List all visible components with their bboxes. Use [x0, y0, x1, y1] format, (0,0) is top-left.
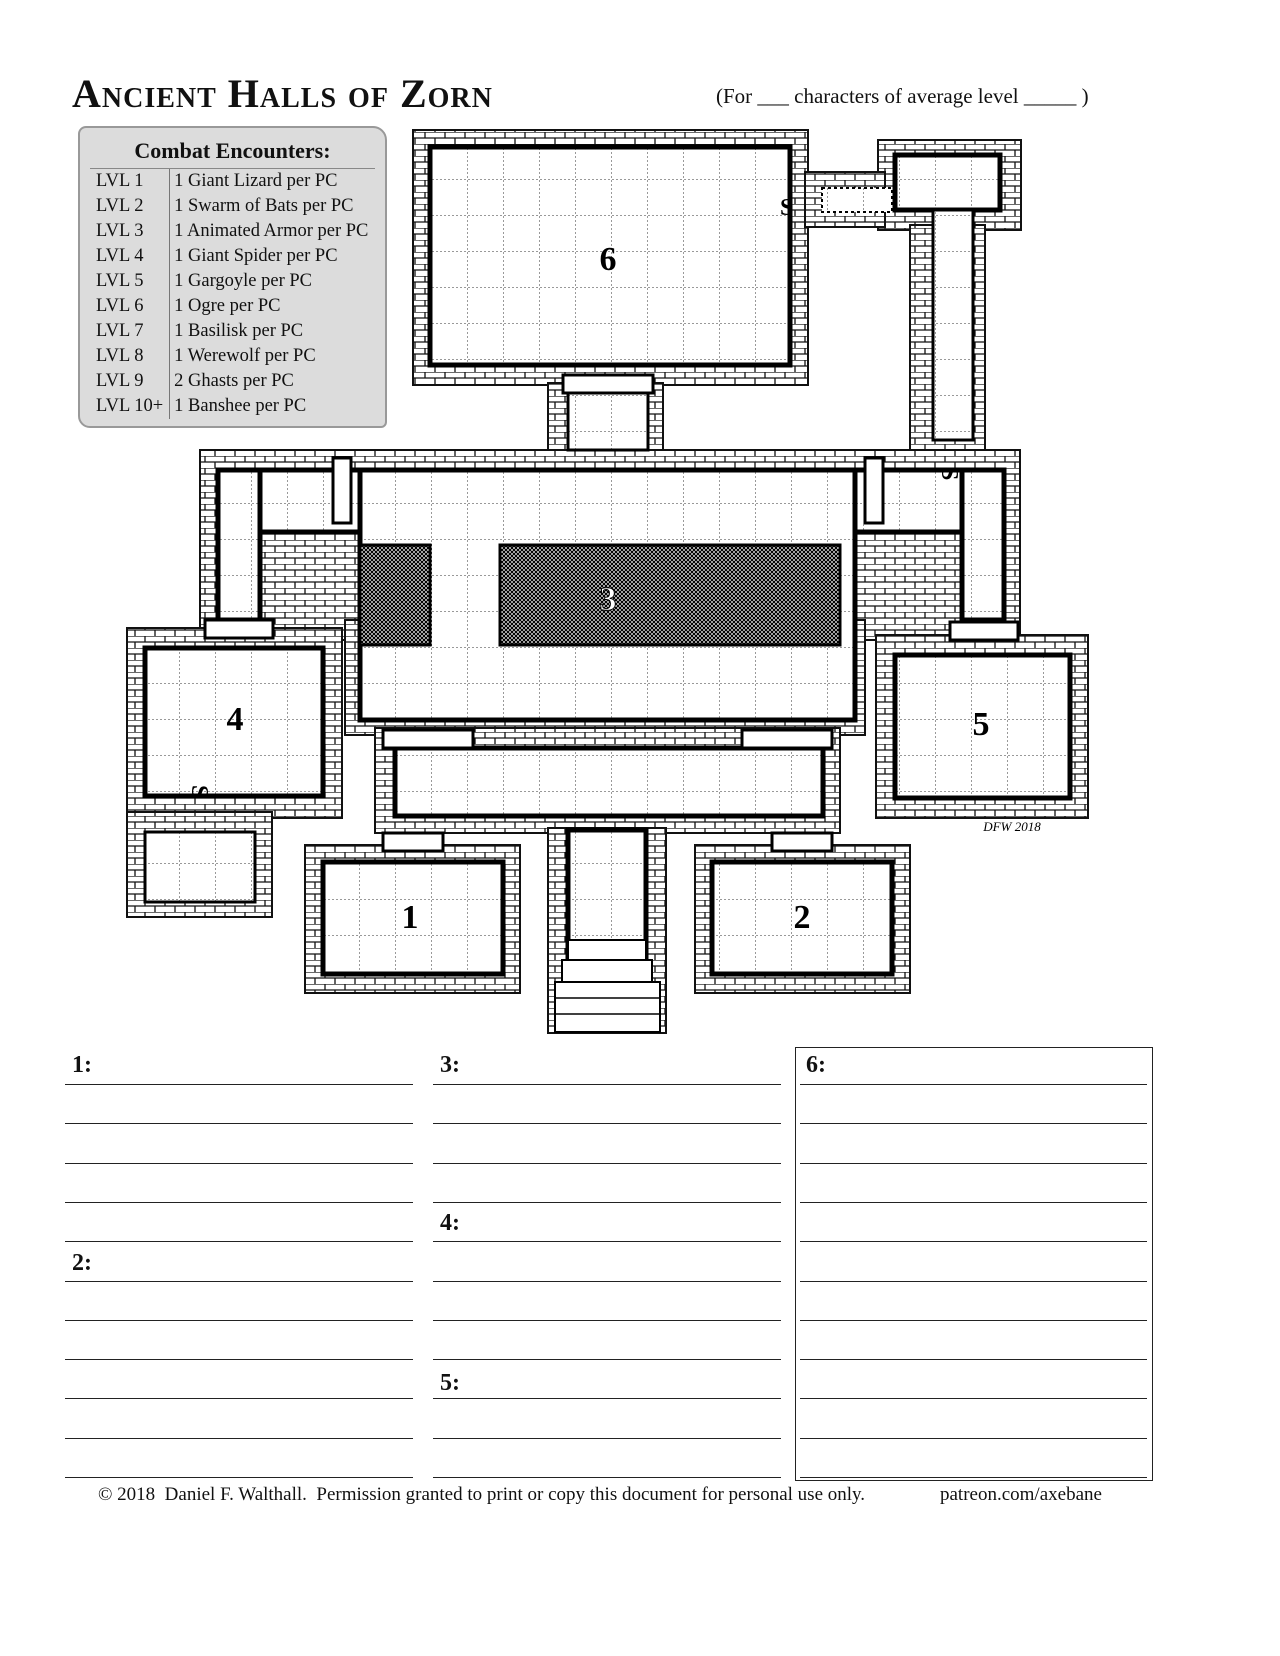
floors: [142, 144, 1073, 983]
secret-door-room6: S: [780, 195, 793, 221]
notes-label-5: 5:: [440, 1370, 460, 1396]
room-2-number: 2: [794, 899, 811, 936]
patreon-link[interactable]: patreon.com/axebane: [940, 1484, 1102, 1505]
encounter-monster: 1 Basilisk per PC: [174, 321, 304, 341]
note-line[interactable]: [65, 1398, 413, 1400]
copyright-footer: © 2018 Daniel F. Walthall. Permission gr…: [98, 1484, 866, 1505]
encounters-heading: Combat Encounters:: [134, 138, 331, 163]
room-1-number: 1: [402, 899, 419, 936]
page-title: Ancient Halls of Zorn: [72, 71, 493, 116]
note-line[interactable]: [433, 1359, 781, 1361]
note-line[interactable]: [800, 1201, 1147, 1203]
note-line[interactable]: [433, 1477, 781, 1478]
note-line[interactable]: [800, 1123, 1147, 1125]
note-line[interactable]: [65, 1162, 413, 1164]
room-6-number: 6: [600, 241, 617, 278]
note-line[interactable]: [433, 1084, 781, 1085]
room-5-number: 5: [973, 706, 990, 743]
encounter-monster: 1 Giant Lizard per PC: [174, 171, 338, 191]
encounter-level: LVL 7: [92, 319, 171, 344]
note-line[interactable]: [433, 1162, 781, 1164]
encounter-level: LVL 1: [92, 169, 171, 194]
encounter-monster: 1 Swarm of Bats per PC: [174, 196, 354, 216]
divider: [90, 168, 375, 169]
note-line[interactable]: [800, 1359, 1147, 1361]
room-3-number: 3: [600, 581, 617, 618]
notes-label-6: 6:: [806, 1052, 826, 1078]
note-line[interactable]: [433, 1241, 781, 1243]
notes-label-4: 4:: [440, 1210, 460, 1236]
doors: [203, 373, 1020, 853]
dungeon-map: 6 3 4 5 1 2 S S S DFW 2018: [126, 129, 1089, 1034]
note-line[interactable]: [800, 1398, 1147, 1400]
note-line[interactable]: [800, 1084, 1147, 1085]
note-line[interactable]: [800, 1437, 1147, 1439]
encounter-level: LVL 4: [92, 244, 171, 269]
note-line[interactable]: [800, 1241, 1147, 1243]
encounter-monster: 1 Werewolf per PC: [174, 346, 316, 366]
note-line[interactable]: [65, 1359, 413, 1361]
note-line[interactable]: [433, 1398, 781, 1400]
note-line[interactable]: [800, 1280, 1147, 1282]
secret-door-east: S: [936, 467, 962, 480]
note-line[interactable]: [65, 1280, 413, 1282]
encounter-monster: 1 Banshee per PC: [174, 396, 307, 416]
party-info-subtitle: (For ___ characters of average level ___…: [716, 84, 1089, 108]
note-line[interactable]: [800, 1319, 1147, 1321]
encounter-monster: 1 Ogre per PC: [174, 296, 281, 316]
encounter-row: LVL 10+1 Banshee per PC: [92, 394, 372, 419]
note-line[interactable]: [65, 1241, 413, 1243]
encounter-level: LVL 10+: [92, 394, 171, 419]
pit-left: [358, 543, 432, 647]
encounter-level: LVL 9: [92, 369, 171, 394]
notes-label-1: 1:: [72, 1052, 92, 1078]
notes-label-3: 3:: [440, 1052, 460, 1078]
encounter-monster: 1 Animated Armor per PC: [174, 221, 369, 241]
pit-center: [498, 543, 842, 647]
note-line[interactable]: [65, 1437, 413, 1439]
note-line[interactable]: [800, 1477, 1147, 1478]
note-line[interactable]: [65, 1201, 413, 1203]
encounter-level: LVL 5: [92, 269, 171, 294]
note-line[interactable]: [65, 1319, 413, 1321]
map-signature: DFW 2018: [982, 819, 1041, 834]
encounter-level: LVL 3: [92, 219, 171, 244]
note-line[interactable]: [433, 1437, 781, 1439]
note-line[interactable]: [800, 1162, 1147, 1164]
encounter-level: LVL 6: [92, 294, 171, 319]
note-line[interactable]: [433, 1280, 781, 1282]
note-line[interactable]: [433, 1201, 781, 1203]
notes-box-room-6: [795, 1047, 1153, 1481]
note-line[interactable]: [433, 1319, 781, 1321]
encounter-level: LVL 8: [92, 344, 171, 369]
note-line[interactable]: [65, 1084, 413, 1085]
note-line[interactable]: [65, 1477, 413, 1478]
encounter-monster: 1 Gargoyle per PC: [174, 271, 313, 291]
encounter-level: LVL 2: [92, 194, 171, 219]
encounter-monster: 1 Giant Spider per PC: [174, 246, 338, 266]
note-line[interactable]: [65, 1123, 413, 1125]
encounter-monster: 2 Ghasts per PC: [174, 371, 294, 391]
stairs: [554, 939, 661, 1033]
room-4-number: 4: [227, 701, 244, 738]
secret-door-room4: S: [186, 785, 212, 798]
note-line[interactable]: [433, 1123, 781, 1125]
pits: [358, 543, 842, 647]
notes-label-2: 2:: [72, 1250, 92, 1276]
